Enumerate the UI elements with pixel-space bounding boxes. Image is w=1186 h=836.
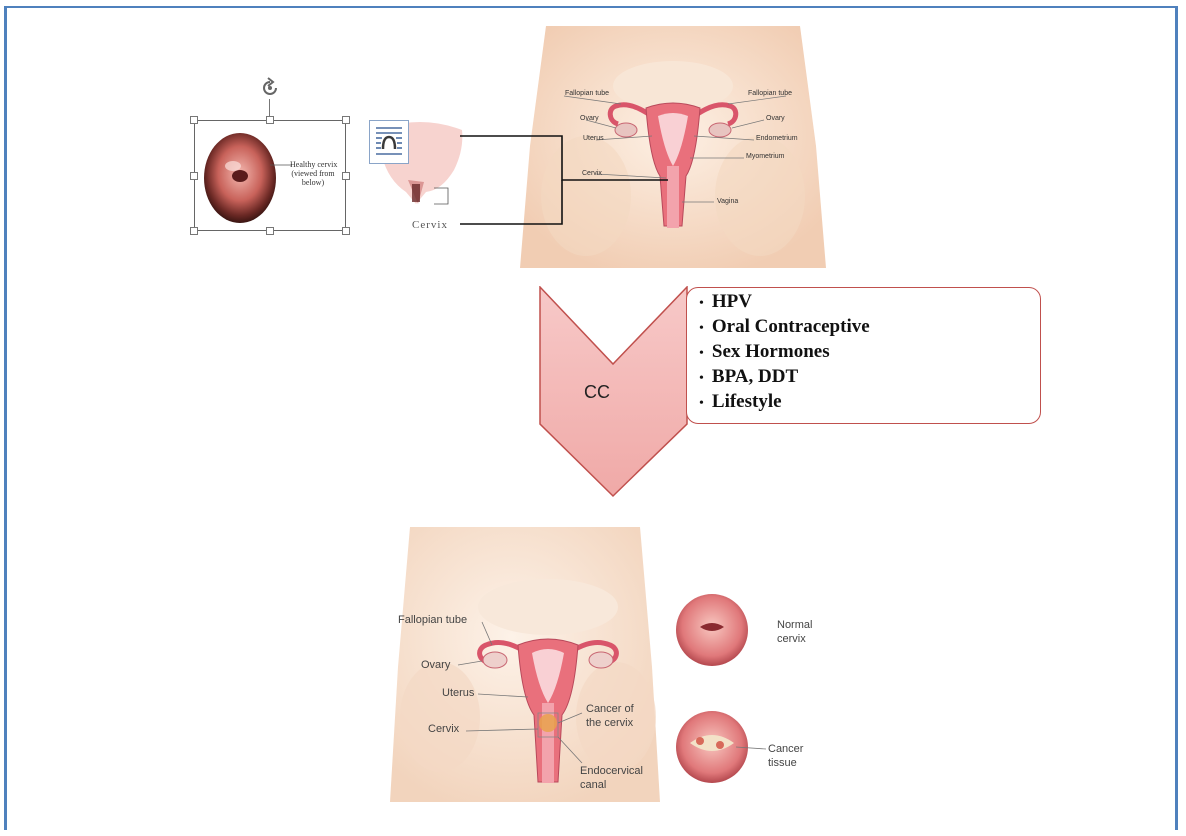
bottom-label-cervix: Cervix — [428, 723, 459, 735]
top-label-fallopian-right: Fallopian tube — [748, 90, 792, 97]
resize-handle-e[interactable] — [342, 172, 350, 180]
inset-cervix-label: Cervix — [412, 219, 448, 231]
healthy-cervix-image — [200, 128, 280, 228]
healthy-cervix-caption: Healthy cervix (viewed from below) — [290, 160, 336, 187]
risk-factors-box: •HPV •Oral Contraceptive •Sex Hormones •… — [686, 287, 1041, 424]
factor-item: •Lifestyle — [699, 390, 1040, 415]
bottom-label-cancer-of-cervix: Cancer of the cervix — [586, 702, 634, 730]
factor-item: •BPA, DDT — [699, 365, 1040, 390]
wrap-text-icon — [370, 121, 408, 163]
resize-handle-se[interactable] — [342, 227, 350, 235]
top-label-vagina: Vagina — [717, 198, 738, 205]
cc-label: CC — [584, 382, 610, 403]
bottom-label-ovary: Ovary — [421, 659, 450, 671]
resize-handle-n[interactable] — [266, 116, 274, 124]
resize-handle-ne[interactable] — [342, 116, 350, 124]
bracket-connector-lines — [408, 130, 678, 230]
bottom-label-fallopian: Fallopian tube — [398, 614, 467, 626]
rotate-handle-icon[interactable] — [258, 76, 282, 100]
top-label-ovary-left: Ovary — [580, 115, 599, 122]
resize-handle-nw[interactable] — [190, 116, 198, 124]
top-label-endometrium: Endometrium — [756, 135, 798, 142]
top-label-fallopian-left: Fallopian tube — [565, 90, 609, 97]
resize-handle-w[interactable] — [190, 172, 198, 180]
cc-chevron-arrow — [539, 286, 689, 498]
resize-handle-s[interactable] — [266, 227, 274, 235]
bottom-label-normal-cervix: Normal cervix — [777, 618, 812, 646]
bottom-label-cancer-tissue: Cancer tissue — [768, 742, 803, 770]
resize-handle-sw[interactable] — [190, 227, 198, 235]
top-label-ovary-right: Ovary — [766, 115, 785, 122]
layout-options-button[interactable] — [369, 120, 409, 164]
bottom-label-endocervical-canal: Endocervical canal — [580, 764, 643, 792]
bottom-label-uterus: Uterus — [442, 687, 474, 699]
factor-item: •Oral Contraceptive — [699, 315, 1040, 340]
factor-item: •Sex Hormones — [699, 340, 1040, 365]
top-label-myometrium: Myometrium — [746, 153, 785, 160]
factor-item: •HPV — [699, 290, 1040, 315]
